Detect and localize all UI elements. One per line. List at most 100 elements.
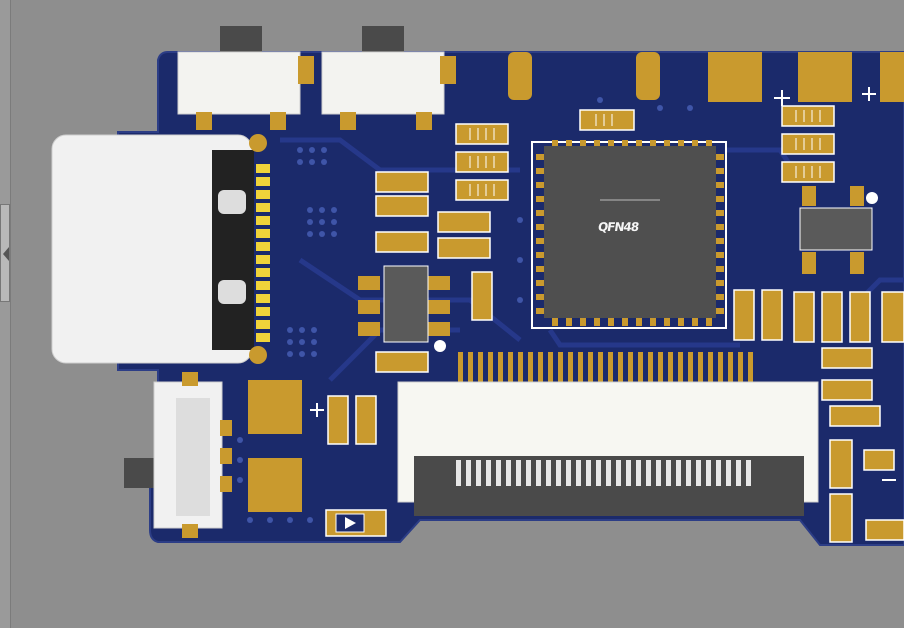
fpc-contact [736,460,741,486]
collapse-panel-handle[interactable] [0,204,10,302]
smd-passives [327,105,904,543]
qfn-pin [706,140,712,148]
qfn-pin [650,140,656,148]
qfn-pin [594,140,600,148]
polarity-marks [310,87,896,481]
qfn-pin [716,266,724,272]
fpc-pin [648,352,653,382]
fpc-pin [568,352,573,382]
fpc-pin [498,352,503,382]
fpc-pin [478,352,483,382]
fpc-pin [558,352,563,382]
fpc-contact [556,460,561,486]
usb-c-connector-icon [51,134,270,364]
fpc-pin [598,352,603,382]
fpc-pin [548,352,553,382]
qfn-pin [580,318,586,326]
qfn-pin [716,196,724,202]
fpc-contact [636,460,641,486]
inductor-pad [248,458,302,512]
qfn-pin [566,140,572,148]
diode-icon [325,509,387,537]
qfn-pin [536,294,544,300]
fpc-contact [596,460,601,486]
fpc-pin [588,352,593,382]
fpc-contact [746,460,751,486]
qfn-pin [716,224,724,230]
fpc-pin [698,352,703,382]
qfn-pin [716,182,724,188]
qfn-pin [636,318,642,326]
qfn-pin [536,196,544,202]
fpc-contact [696,460,701,486]
fpc-contact [536,460,541,486]
slide-switch-icon [124,372,232,538]
qfn-pin [536,154,544,160]
fpc-contact [716,460,721,486]
fpc-contact [626,460,631,486]
fpc-pin [658,352,663,382]
mounting-pad [636,52,660,100]
fpc-pin [608,352,613,382]
fpc-contact [526,460,531,486]
tact-switch-icon [321,26,456,130]
fpc-pin [578,352,583,382]
qfn-pin [692,140,698,148]
qfn-pin [536,182,544,188]
fpc-contact [456,460,461,486]
fpc-contact [706,460,711,486]
fpc-pin [458,352,463,382]
fpc-pin [688,352,693,382]
fpc-pin [538,352,543,382]
qfn-pin [552,318,558,326]
qfn-pin [622,318,628,326]
fpc-pin [638,352,643,382]
smd-pad-markings [469,110,821,196]
fpc-contact [486,460,491,486]
power-pad [708,52,762,102]
qfn-pin [716,252,724,258]
qfn-pin [622,140,628,148]
qfn-pin [706,318,712,326]
fpc-contact [476,460,481,486]
qfn-pin [636,140,642,148]
qfn-pin [716,154,724,160]
qfn-pin [716,238,724,244]
fpc-contact [676,460,681,486]
qfn-pin [536,210,544,216]
qfn-pin [716,168,724,174]
fpc-pin [678,352,683,382]
fpc-connector-icon [397,352,819,516]
fpc-pin [718,352,723,382]
fpc-contact [506,460,511,486]
fpc-contact [616,460,621,486]
fpc-contact [566,460,571,486]
fpc-contact [646,460,651,486]
fpc-pin [738,352,743,382]
qfn-pin [716,280,724,286]
inductor-pad [248,380,302,434]
qfn-pin [678,318,684,326]
vias [237,97,693,523]
qfn-pin [580,140,586,148]
fpc-contact [576,460,581,486]
qfn-pin [716,210,724,216]
fpc-contact [586,460,591,486]
fpc-contact [546,460,551,486]
fpc-contact [466,460,471,486]
fpc-contact [606,460,611,486]
fpc-pin [748,352,753,382]
mosfet-icon [799,186,873,274]
mounting-pad [508,52,532,100]
fpc-pin [518,352,523,382]
qfn-pin [692,318,698,326]
fpc-contact [666,460,671,486]
fpc-contact [726,460,731,486]
qfn-pin [536,224,544,230]
qfn-pin [536,238,544,244]
power-pad [798,52,852,102]
qfn-pin [678,140,684,148]
fpc-contact [516,460,521,486]
tact-switch-icon [177,26,314,130]
